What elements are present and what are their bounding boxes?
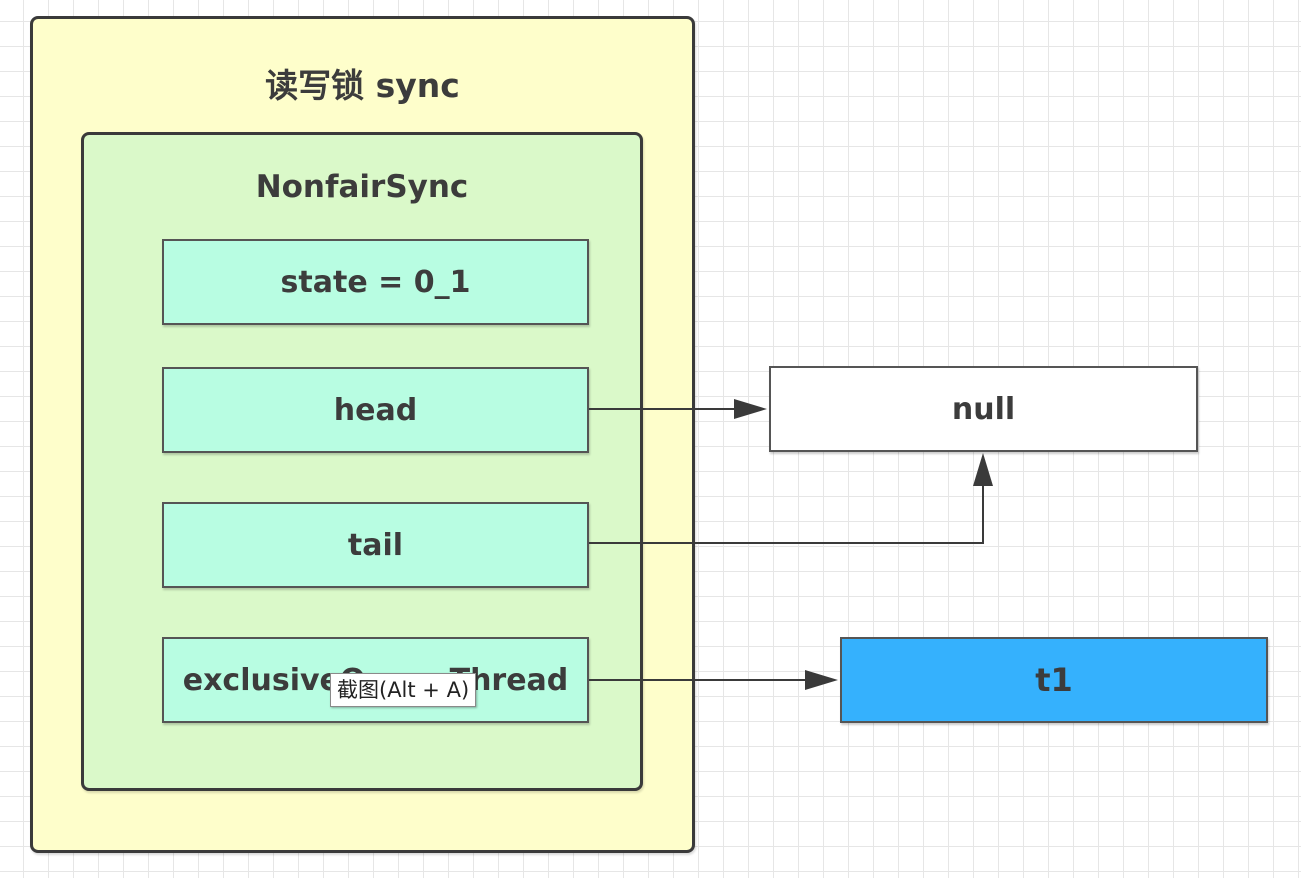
arrowhead-icon [973, 453, 993, 486]
screenshot-tooltip: 截图(Alt + A) [330, 673, 477, 707]
field-tail[interactable]: tail [162, 502, 589, 588]
field-state[interactable]: state = 0_1 [162, 239, 589, 325]
field-state-label: state = 0_1 [280, 264, 471, 300]
field-head-label: head [333, 392, 418, 428]
field-head[interactable]: head [162, 367, 589, 453]
arrowhead-icon [734, 399, 767, 419]
node-t1[interactable]: t1 [840, 637, 1268, 723]
node-null-label: null [951, 391, 1016, 427]
arrowhead-icon [805, 670, 838, 690]
field-tail-label: tail [347, 527, 404, 563]
outer-title: 读写锁 sync [265, 66, 460, 105]
inner-title: NonfairSync [255, 169, 469, 205]
node-null[interactable]: null [769, 366, 1198, 452]
node-t1-label: t1 [1035, 661, 1073, 699]
